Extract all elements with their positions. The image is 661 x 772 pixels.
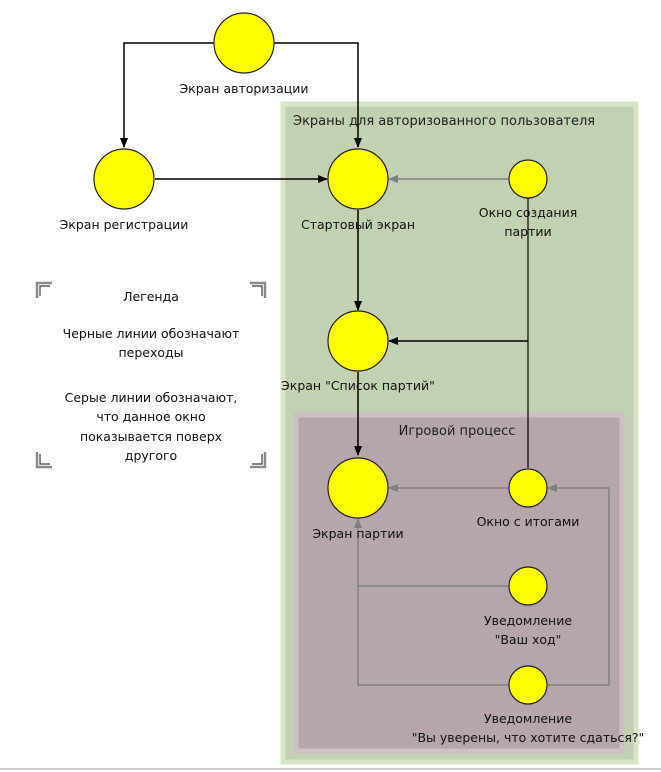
edge-surrender-over-results	[547, 484, 610, 686]
node-turn[interactable]	[508, 566, 548, 606]
node-results-label: Окно с итогами	[477, 514, 580, 529]
node-turn-label-2: "Ваш ход"	[495, 632, 562, 647]
edge-auth-to-register	[120, 42, 214, 148]
edge-auth-to-start	[274, 42, 362, 148]
node-start[interactable]	[327, 148, 389, 210]
group-authorized-title: Экраны для авторизованного пользователя	[293, 114, 595, 129]
node-create-label-2: партии	[504, 224, 551, 239]
node-turn-label-1: Уведомление	[484, 613, 572, 628]
transitions-black	[120, 42, 529, 468]
edge-surrender-over-game	[357, 586, 509, 686]
node-register[interactable]	[93, 148, 155, 210]
node-create-label-1: Окно создания	[479, 205, 577, 220]
node-surrender[interactable]	[508, 665, 548, 705]
node-auth-label: Экран авторизации	[179, 81, 308, 96]
legend-gray-line-3: показывается поверх	[80, 429, 222, 444]
node-create[interactable]	[508, 159, 548, 199]
nodes	[93, 12, 548, 705]
legend-gray-line-1: Серые линии обозначают,	[65, 390, 238, 405]
node-register-label: Экран регистрации	[60, 217, 189, 232]
node-game-label: Экран партии	[312, 526, 403, 541]
group-game-title: Игровой процесс	[399, 424, 516, 439]
node-start-label: Стартовый экран	[301, 217, 415, 232]
node-surrender-label-2: "Вы уверены, что хотите сдаться?"	[412, 730, 645, 745]
legend-corner-brackets	[35, 281, 267, 469]
node-list-label: Экран "Список партий"	[281, 378, 435, 393]
legend-black-line-1: Черные линии обозначают	[63, 326, 240, 341]
legend-gray-line-4: другого	[125, 448, 177, 463]
legend-title: Легенда	[123, 289, 179, 304]
legend-gray-line-2: что данное окно	[96, 409, 205, 424]
node-labels: Экран авторизации Экран регистрации Стар…	[60, 81, 645, 745]
node-list[interactable]	[327, 310, 389, 372]
node-auth[interactable]	[213, 12, 275, 74]
node-results[interactable]	[508, 468, 548, 508]
legend: Легенда Черные линии обозначают переходы…	[35, 281, 267, 469]
overlays-gray	[354, 175, 610, 686]
node-surrender-label-1: Уведомление	[484, 711, 572, 726]
node-game[interactable]	[327, 457, 389, 519]
legend-black-line-2: переходы	[118, 345, 183, 360]
